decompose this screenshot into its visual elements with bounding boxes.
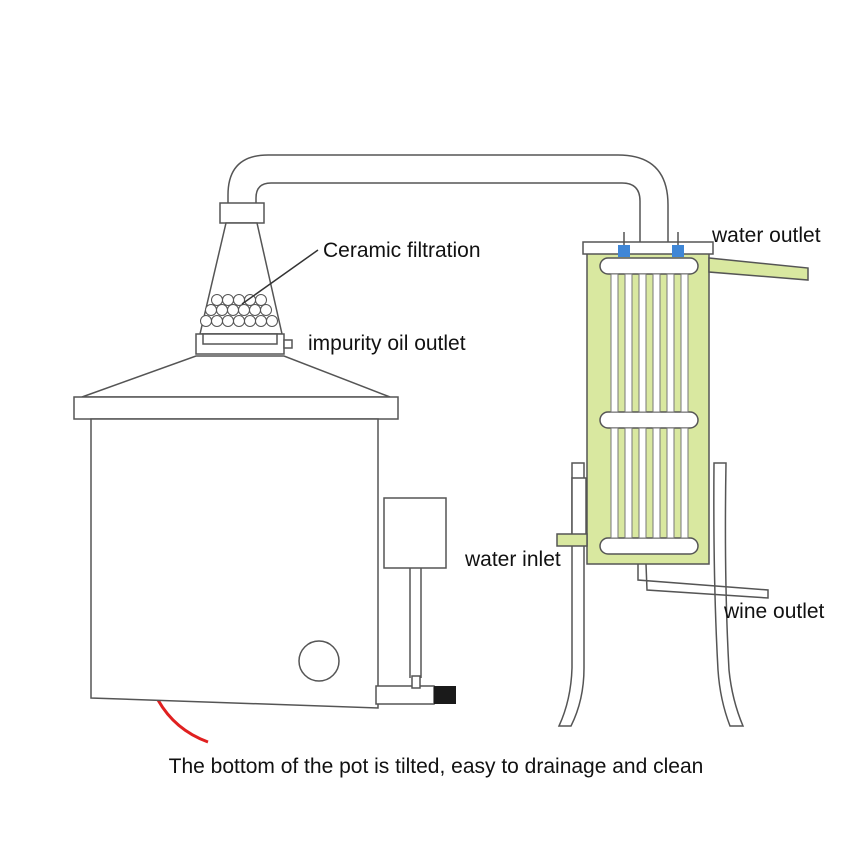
drain-hose [156,699,209,744]
vapor-pipe [219,154,669,246]
fitting-left [618,245,630,257]
label-ceramic-filtration: Ceramic filtration [323,239,481,262]
condenser [556,232,809,599]
fitting-right [672,245,684,257]
label-wine-outlet: wine outlet [723,600,825,623]
label-impurity-oil-outlet: impurity oil outlet [308,332,466,355]
filtration-column [195,222,293,355]
caption: The bottom of the pot is tilted, easy to… [169,755,704,778]
water-inlet-pipe [556,533,588,547]
label-water-inlet: water inlet [464,548,561,571]
label-water-outlet: water outlet [711,224,821,247]
ceramic-balls [200,294,278,327]
wine-outlet-pipe [637,563,769,599]
water-outlet-pipe [708,257,809,281]
boiler-pot [73,355,399,709]
ceramic-pointer [241,249,319,305]
feed-funnel [375,497,456,705]
